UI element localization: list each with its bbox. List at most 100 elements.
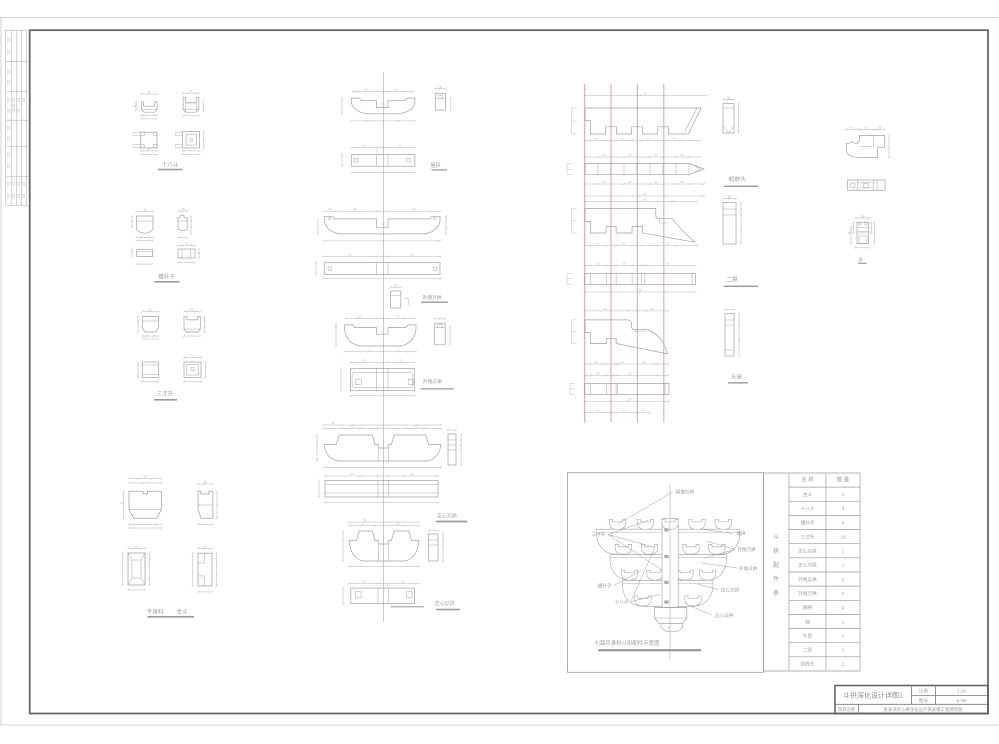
svg-text:名 称: 名 称 (801, 476, 814, 484)
svg-text:槽升子: 槽升子 (801, 519, 815, 526)
svg-text:60: 60 (133, 104, 136, 108)
svg-text:60: 60 (411, 252, 414, 256)
svg-text:p-08: p-08 (957, 698, 967, 703)
svg-text:60: 60 (394, 284, 397, 288)
svg-text:10: 10 (840, 534, 846, 539)
svg-text:60: 60 (363, 359, 366, 363)
svg-text:十八斗: 十八斗 (801, 505, 815, 512)
svg-text:60: 60 (148, 90, 151, 94)
svg-text:项目名称: 项目名称 (838, 706, 856, 713)
svg-text:60: 60 (639, 288, 642, 292)
svg-text:60: 60 (655, 180, 658, 184)
svg-text:60: 60 (727, 96, 730, 100)
svg-text:正心瓜拱: 正心瓜拱 (434, 600, 454, 607)
svg-text:外拽瓜拱: 外拽瓜拱 (739, 565, 758, 572)
svg-text:60: 60 (629, 153, 632, 157)
svg-text:十八斗: 十八斗 (162, 160, 179, 168)
svg-text:60: 60 (597, 242, 600, 246)
svg-text:拱: 拱 (773, 547, 779, 555)
svg-text:七踩平身科斗拱配件示意图: 七踩平身科斗拱配件示意图 (595, 639, 660, 647)
svg-text:60: 60 (597, 372, 600, 376)
svg-text:60: 60 (144, 207, 147, 211)
svg-text:二昂: 二昂 (803, 648, 813, 654)
svg-text:60: 60 (644, 92, 647, 96)
svg-text:60: 60 (681, 180, 684, 184)
svg-text:1: 1 (842, 605, 845, 610)
svg-text:60: 60 (402, 580, 405, 584)
svg-text:60: 60 (644, 192, 647, 196)
svg-text:60: 60 (861, 214, 864, 218)
svg-text:60: 60 (667, 242, 670, 246)
svg-text:1: 1 (842, 648, 845, 653)
svg-text:60: 60 (397, 522, 400, 526)
svg-text:厢拱: 厢拱 (430, 162, 440, 169)
svg-text:正心万拱: 正心万拱 (721, 587, 740, 594)
svg-text:60: 60 (413, 207, 416, 211)
svg-text:1: 1 (842, 662, 845, 667)
svg-text:斗: 斗 (773, 534, 779, 541)
svg-text:二昂: 二昂 (726, 277, 738, 284)
svg-text:斗拱深化设计详图1: 斗拱深化设计详图1 (843, 691, 903, 700)
svg-text:60: 60 (182, 207, 185, 211)
svg-text:槽升子: 槽升子 (598, 583, 612, 590)
svg-text:60: 60 (673, 137, 676, 141)
svg-text:图号: 图号 (919, 698, 929, 704)
svg-text:60: 60 (597, 409, 600, 413)
svg-text:正心瓜拱: 正心瓜拱 (715, 612, 734, 619)
svg-text:60: 60 (399, 143, 402, 147)
svg-text:比例: 比例 (919, 688, 929, 695)
svg-text:坐斗: 坐斗 (176, 608, 188, 616)
svg-text:外拽万拱: 外拽万拱 (798, 590, 817, 597)
svg-text:60: 60 (879, 126, 882, 130)
svg-text:60: 60 (848, 231, 851, 235)
svg-text:60: 60 (629, 372, 632, 376)
svg-text:槽升子: 槽升子 (158, 272, 175, 280)
svg-text:4: 4 (842, 520, 845, 525)
svg-text:60: 60 (629, 180, 632, 184)
svg-text:60: 60 (411, 472, 414, 476)
svg-text:60: 60 (135, 544, 138, 548)
svg-text:三才升: 三才升 (157, 389, 174, 397)
svg-text:60: 60 (397, 314, 400, 318)
svg-text:60: 60 (604, 307, 607, 311)
svg-text:60: 60 (191, 307, 194, 311)
svg-text:十八斗: 十八斗 (615, 599, 629, 606)
svg-text:表: 表 (773, 589, 779, 597)
svg-text:60: 60 (332, 421, 335, 425)
svg-text:60: 60 (204, 544, 207, 548)
svg-text:2: 2 (842, 577, 845, 582)
svg-text:60: 60 (363, 143, 366, 147)
svg-text:60: 60 (629, 397, 632, 401)
svg-text:60: 60 (644, 198, 647, 202)
svg-text:60: 60 (621, 137, 624, 141)
svg-text:60: 60 (651, 307, 654, 311)
svg-text:60: 60 (148, 147, 151, 151)
svg-text:60: 60 (359, 314, 362, 318)
svg-text:60: 60 (623, 262, 626, 266)
svg-text:60: 60 (597, 262, 600, 266)
svg-text:60: 60 (351, 472, 354, 476)
svg-text:件: 件 (773, 575, 779, 583)
svg-text:外拽万拱: 外拽万拱 (422, 294, 441, 301)
svg-text:60: 60 (621, 360, 624, 364)
svg-text:60: 60 (144, 474, 147, 478)
svg-text:60: 60 (595, 137, 598, 141)
svg-text:60: 60 (655, 153, 658, 157)
svg-text:头昂: 头昂 (803, 632, 813, 639)
svg-text:60: 60 (642, 409, 645, 413)
svg-text:厢拱: 厢拱 (736, 530, 746, 537)
svg-text:60: 60 (395, 88, 398, 92)
svg-text:1: 1 (842, 619, 845, 624)
svg-text:60: 60 (365, 88, 368, 92)
svg-text:正心万拱: 正心万拱 (437, 513, 457, 520)
svg-text:三才升: 三才升 (592, 531, 606, 538)
svg-text:60: 60 (149, 307, 152, 311)
svg-text:60: 60 (439, 85, 442, 89)
svg-text:翘: 翘 (859, 256, 863, 262)
svg-text:挑檐桁枋: 挑檐桁枋 (676, 489, 695, 496)
svg-text:坐斗: 坐斗 (803, 491, 813, 497)
svg-text:蚂蚱头: 蚂蚱头 (729, 175, 747, 183)
svg-text:头昂: 头昂 (731, 373, 742, 381)
svg-text:60: 60 (681, 153, 684, 157)
svg-text:1: 1 (842, 549, 845, 554)
